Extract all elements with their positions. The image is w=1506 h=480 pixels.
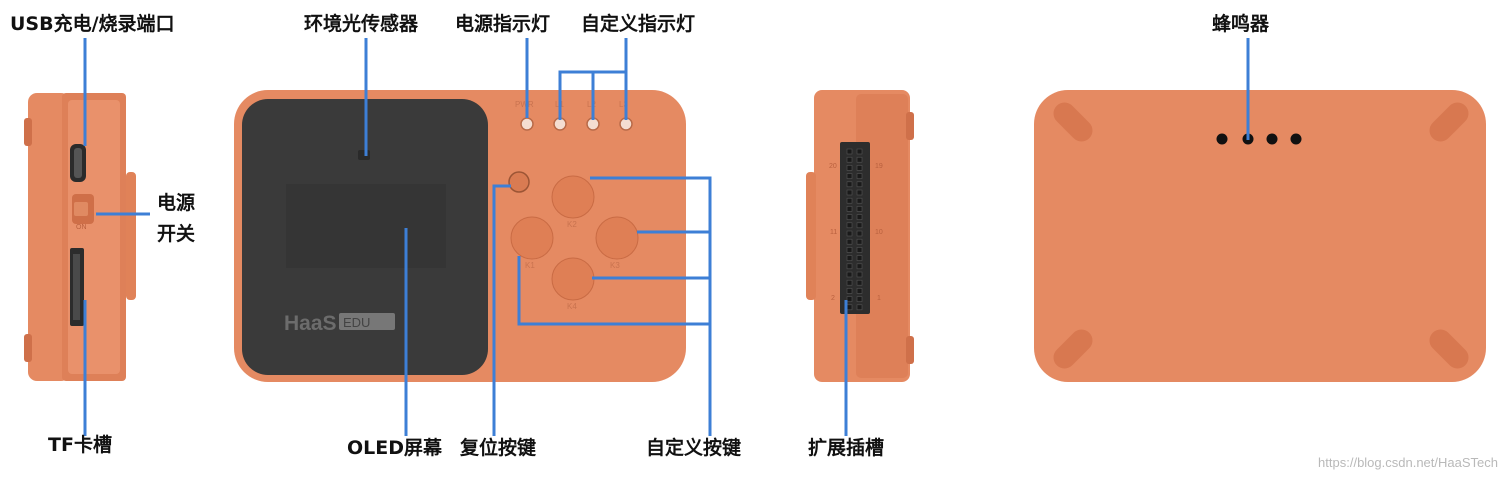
key-3 <box>595 216 639 260</box>
switch-mark: ON <box>76 224 87 231</box>
label-expansion: 扩展插槽 <box>808 437 885 459</box>
label-custom-keys: 自定义按键 <box>646 437 742 459</box>
header-pin <box>846 271 853 278</box>
light-sensor <box>358 150 370 160</box>
header-pin <box>846 181 853 188</box>
key-3-label: K3 <box>610 261 620 270</box>
led-pwr <box>520 117 534 131</box>
pointer-custom-keys <box>590 176 712 436</box>
header-pin <box>856 247 863 253</box>
label-power-switch-2: 开关 <box>157 223 196 245</box>
header-pin <box>856 255 863 261</box>
header-pin <box>856 156 863 163</box>
header-pin <box>846 247 853 253</box>
header-pin <box>846 189 853 196</box>
header-pin <box>856 206 863 212</box>
buzzer-hole <box>1266 133 1278 145</box>
buzzer-hole <box>1290 133 1302 145</box>
pin-label-1: 1 <box>877 295 881 302</box>
header-pin <box>846 304 853 311</box>
label-custom-led: 自定义指示灯 <box>581 13 696 35</box>
logo-text: HaaS <box>284 312 337 335</box>
label-tf-slot: TF卡槽 <box>48 434 112 456</box>
header-pin <box>846 165 853 171</box>
header-pin <box>856 263 863 270</box>
pointer-lines <box>83 38 1250 436</box>
reset-button <box>508 171 530 193</box>
header-pin <box>856 214 863 220</box>
label-power-switch-1: 电源 <box>157 192 196 214</box>
label-reset: 复位按键 <box>460 437 537 459</box>
buzzer-hole <box>1216 133 1228 145</box>
key-1 <box>510 216 554 260</box>
header-pin <box>856 271 863 278</box>
header-pin <box>846 197 853 204</box>
header-pin <box>856 304 863 311</box>
header-pin <box>856 279 863 286</box>
header-pin <box>856 222 863 229</box>
rubber-foot <box>1429 329 1469 369</box>
header-pin <box>846 148 853 155</box>
front-view: HaaS EDU PWR L1 L2 L3 K2 K1 K3 K4 <box>234 90 686 382</box>
header-pin <box>856 296 863 302</box>
pin-label-10: 10 <box>875 229 883 236</box>
key-2-label: K2 <box>567 220 577 229</box>
pin-label-20: 20 <box>829 163 837 170</box>
right-side-view: 20 19 11 10 2 1 <box>806 90 914 382</box>
header-pin <box>856 238 863 245</box>
pin-label-2: 2 <box>831 295 835 302</box>
logo-badge <box>339 313 395 330</box>
header-pin <box>846 288 853 294</box>
header-pin <box>856 181 863 188</box>
pointer-reset <box>492 184 511 436</box>
header-pin <box>846 296 853 302</box>
header-pins <box>846 148 863 311</box>
rubber-foot <box>1429 102 1469 142</box>
header-pin <box>846 156 853 163</box>
left-side-view: ON <box>24 93 136 381</box>
header-pin <box>846 279 853 286</box>
oled-display <box>286 184 446 268</box>
label-power-led: 电源指示灯 <box>455 13 551 35</box>
header-pin <box>846 255 853 261</box>
header-pin <box>846 222 853 229</box>
header-pin <box>846 214 853 220</box>
pin-label-19: 19 <box>875 163 883 170</box>
led-pwr-label: PWR <box>515 100 534 109</box>
header-pin <box>856 189 863 196</box>
label-light-sensor: 环境光传感器 <box>304 13 419 35</box>
key-2 <box>551 175 595 219</box>
expansion-header <box>840 142 870 314</box>
header-pin <box>856 148 863 155</box>
back-view <box>1034 90 1486 382</box>
header-pin <box>846 238 853 245</box>
header-pin <box>846 230 853 237</box>
label-usb: USB充电/烧录端口 <box>10 13 175 35</box>
label-oled: OLED屏幕 <box>347 437 443 459</box>
header-pin <box>856 165 863 171</box>
logo-badge-text: EDU <box>343 315 370 330</box>
watermark: https://blog.csdn.net/HaaSTech <box>1318 455 1498 470</box>
rubber-foot <box>1053 102 1093 142</box>
header-pin <box>856 288 863 294</box>
header-pin <box>856 197 863 204</box>
header-pin <box>856 173 863 179</box>
pin-label-11: 11 <box>830 229 837 236</box>
led-3-label: L3 <box>619 100 628 109</box>
header-pin <box>856 230 863 237</box>
label-buzzer: 蜂鸣器 <box>1212 13 1270 35</box>
key-4-label: K4 <box>567 302 577 311</box>
header-pin <box>846 206 853 212</box>
header-pin <box>846 263 853 270</box>
pointer-key-1 <box>517 256 710 326</box>
header-pin <box>846 173 853 179</box>
key-4 <box>551 257 595 301</box>
rubber-foot <box>1053 329 1093 369</box>
key-1-label: K1 <box>525 261 535 270</box>
